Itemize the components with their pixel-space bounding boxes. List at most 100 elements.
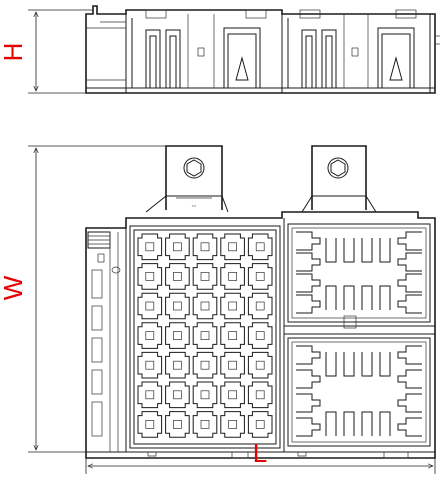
cavity-core	[173, 360, 182, 370]
cavity-core	[228, 272, 237, 281]
cavity	[247, 411, 273, 438]
cavity	[192, 233, 218, 261]
cavity	[247, 322, 273, 349]
terminal-pin	[296, 393, 321, 413]
cavity	[165, 351, 190, 379]
cavity-core	[200, 360, 210, 370]
comb-slot	[361, 285, 373, 310]
cavity	[220, 381, 245, 409]
cavity-core	[228, 390, 237, 400]
cavity-core	[255, 390, 265, 400]
cavity-core	[145, 331, 155, 340]
cavity	[137, 292, 163, 320]
cavity	[137, 351, 163, 379]
comb-slot	[325, 285, 337, 310]
cavity-core	[228, 420, 237, 429]
cavity-core	[255, 301, 265, 311]
cavity	[220, 411, 245, 438]
terminal-block-lower	[287, 337, 431, 447]
cavity-core	[200, 420, 210, 429]
cavity	[165, 411, 190, 438]
cavity-core	[200, 331, 210, 340]
cavity	[220, 322, 245, 349]
comb-slot	[343, 411, 355, 436]
terminal-pin	[296, 231, 321, 251]
cavity	[192, 322, 218, 349]
cavity	[137, 263, 163, 290]
cavity	[137, 322, 163, 349]
terminal-pin	[397, 393, 422, 413]
terminal-pin	[296, 294, 321, 314]
cavity-core	[145, 360, 155, 370]
cavity-core	[200, 390, 210, 400]
cavity	[165, 381, 190, 409]
top-view: <>	[85, 145, 436, 459]
comb-slot	[379, 285, 391, 310]
cavity-core	[173, 272, 182, 281]
comb-slot	[325, 238, 337, 263]
comb-slot	[343, 285, 355, 310]
length-label: L	[253, 438, 267, 468]
cavity-core	[255, 360, 265, 370]
cavity-core	[200, 242, 210, 252]
comb-slot	[361, 238, 373, 263]
comb-slot	[361, 352, 373, 377]
terminal-pin	[296, 345, 321, 365]
cavity	[192, 381, 218, 409]
cavity	[165, 292, 190, 320]
cavity	[247, 381, 273, 409]
cavity	[192, 292, 218, 320]
comb-slot	[379, 238, 391, 263]
cavity-core	[173, 390, 182, 400]
terminal-pin	[397, 231, 422, 251]
width-label: W	[0, 275, 28, 300]
terminal-pin	[397, 294, 422, 314]
terminal-pin	[296, 369, 321, 389]
cavity	[247, 233, 273, 261]
cavity	[220, 233, 245, 261]
cavity	[220, 263, 245, 290]
cavity-core	[200, 272, 210, 281]
cavity	[247, 351, 273, 379]
width-dimension: W	[0, 145, 166, 453]
cavity-core	[255, 331, 265, 340]
cavity-core	[255, 242, 265, 252]
cavity	[165, 233, 190, 261]
latch-strip	[87, 231, 121, 452]
cavity	[192, 351, 218, 379]
terminal-pin	[397, 417, 422, 437]
cavity	[192, 411, 218, 438]
cavity	[220, 292, 245, 320]
terminal-pin	[397, 273, 422, 293]
terminal-pin	[397, 345, 422, 365]
height-label: H	[0, 43, 28, 62]
cavity	[247, 263, 273, 290]
cavity-core	[173, 420, 182, 429]
svg-text:<>: <>	[192, 203, 197, 208]
cavity	[192, 263, 218, 290]
terminal-pin	[397, 369, 422, 389]
height-dimension: H	[0, 9, 93, 94]
cavity-core	[145, 390, 155, 400]
comb-slot	[325, 411, 337, 436]
comb-slot	[379, 352, 391, 377]
terminal-pin	[296, 417, 321, 437]
cavity-core	[228, 242, 237, 252]
cavity-core	[228, 301, 237, 311]
cavity-core	[173, 242, 182, 252]
terminal-block-upper	[287, 223, 431, 323]
cavity	[165, 322, 190, 349]
cavity-core	[173, 331, 182, 340]
cavity-core	[173, 301, 182, 311]
terminal-pin	[397, 252, 422, 272]
cavity	[165, 263, 190, 290]
cavity-core	[255, 272, 265, 281]
mounting-flange-left: <>	[145, 145, 229, 213]
cavity-grid	[129, 225, 281, 449]
cavity-core	[255, 420, 265, 429]
cavity	[220, 351, 245, 379]
length-dimension: L	[85, 438, 436, 474]
terminal-pin	[296, 273, 321, 293]
cavity-core	[145, 420, 155, 429]
